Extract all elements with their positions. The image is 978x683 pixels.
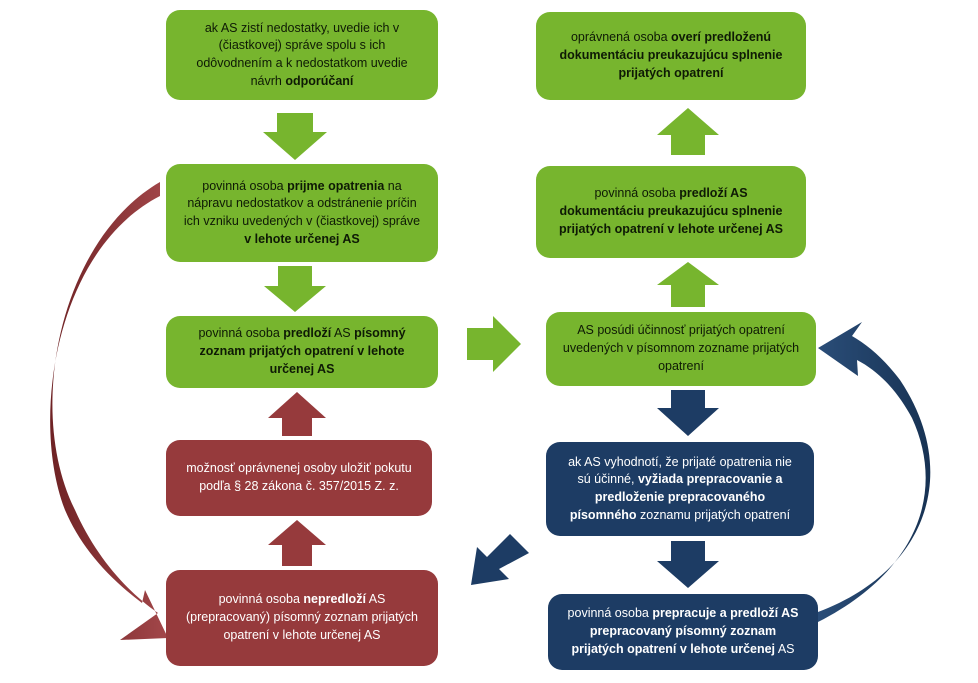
navy-curved-arrow bbox=[818, 322, 931, 622]
text-run: AS (prepracovaný) písomný zoznam prijatý… bbox=[185, 592, 419, 642]
box-text: povinná osoba prijme opatrenia na náprav… bbox=[182, 178, 422, 249]
box-text: ak AS vyhodnotí, že prijaté opatrenia ni… bbox=[562, 454, 798, 525]
arrow-right-b3-b8 bbox=[467, 316, 521, 372]
text-run: povinná osoba bbox=[594, 186, 680, 201]
box-text: povinná osoba predloží AS dokumentáciu p… bbox=[552, 185, 790, 238]
text-run: oprávnená osoba bbox=[570, 30, 672, 45]
arrow-up-b7-b6 bbox=[657, 108, 719, 155]
arrow-down-b8-b9 bbox=[657, 390, 719, 436]
box-obliged-submits-list: povinná osoba predloží AS písomný zoznam… bbox=[166, 316, 438, 388]
box-obliged-submits-documentation: povinná osoba predloží AS dokumentáciu p… bbox=[536, 166, 806, 258]
box-text: možnosť oprávnenej osoby uložiť pokutu p… bbox=[182, 460, 416, 496]
box-text: povinná osoba nepredloží AS (prepracovan… bbox=[182, 591, 422, 644]
arrow-down-b2-b3 bbox=[264, 266, 326, 312]
bold-text: overí predloženú dokumentáciu preukazujú… bbox=[559, 30, 783, 80]
box-text: oprávnená osoba overí predloženú dokumen… bbox=[552, 29, 790, 82]
box-text: AS posúdi účinnosť prijatých opatrení uv… bbox=[562, 322, 800, 375]
box-obliged-adopts-measures: povinná osoba prijme opatrenia na náprav… bbox=[166, 164, 438, 262]
box-text: ak AS zistí nedostatky, uvedie ich v (či… bbox=[182, 20, 422, 91]
text-run: povinná osoba bbox=[198, 326, 284, 341]
text-run: AS bbox=[331, 326, 355, 341]
text-run: povinná osoba bbox=[218, 592, 304, 607]
text-run: možnosť oprávnenej osoby uložiť pokutu p… bbox=[186, 461, 412, 493]
box-as-requests-revision: ak AS vyhodnotí, že prijaté opatrenia ni… bbox=[546, 442, 814, 536]
bold-text: v lehote určenej AS bbox=[244, 231, 360, 246]
bold-text: prepracuje a predloží AS prepracovaný pí… bbox=[571, 606, 799, 656]
text-run: ak AS vyhodnotí, že prijaté opatrenia ni… bbox=[568, 454, 792, 487]
bold-text: prijme opatrenia bbox=[287, 178, 385, 193]
text-run: povinná osoba bbox=[567, 606, 653, 621]
arrow-down-b1-b2 bbox=[263, 113, 327, 160]
box-obliged-fails-to-submit: povinná osoba nepredloží AS (prepracovan… bbox=[166, 570, 438, 666]
text-run: povinná osoba bbox=[202, 178, 288, 193]
arrow-diagonal-b9-b5 bbox=[471, 534, 529, 585]
text-run: na nápravu nedostatkov a odstránenie prí… bbox=[183, 178, 421, 229]
box-as-assesses-effectiveness: AS posúdi účinnosť prijatých opatrení uv… bbox=[546, 312, 816, 386]
arrow-up-b8-b7 bbox=[657, 262, 719, 307]
bold-text: písomný zoznam prijatých opatrení v leho… bbox=[199, 326, 406, 376]
box-obliged-revises-and-submits: povinná osoba prepracuje a predloží AS p… bbox=[548, 594, 818, 670]
box-text: povinná osoba predloží AS písomný zoznam… bbox=[182, 325, 422, 378]
box-text: povinná osoba prepracuje a predloží AS p… bbox=[564, 605, 802, 658]
text-run: zoznamu prijatých opatrení bbox=[636, 507, 791, 522]
arrow-up-b4-b3 bbox=[268, 392, 326, 436]
box-as-finds-deficiencies: ak AS zistí nedostatky, uvedie ich v (či… bbox=[166, 10, 438, 100]
red-curved-arrow bbox=[50, 182, 168, 640]
text-run: AS posúdi účinnosť prijatých opatrení uv… bbox=[562, 323, 800, 373]
bold-text: nepredloží bbox=[303, 592, 366, 607]
box-fine-possibility: možnosť oprávnenej osoby uložiť pokutu p… bbox=[166, 440, 432, 516]
arrow-down-b9-b10 bbox=[657, 541, 719, 588]
bold-text: odporúčaní bbox=[285, 73, 354, 88]
box-authorized-verifies-documentation: oprávnená osoba overí predloženú dokumen… bbox=[536, 12, 806, 100]
bold-text: vyžiada prepracovanie a predloženie prep… bbox=[569, 472, 783, 522]
bold-text: predloží bbox=[283, 326, 332, 341]
arrow-up-b5-b4 bbox=[268, 520, 326, 566]
bold-text: predloží AS dokumentáciu preukazujúcu sp… bbox=[559, 186, 783, 236]
text-run: ak AS zistí nedostatky, uvedie ich v (či… bbox=[196, 20, 408, 88]
text-run: AS bbox=[775, 641, 795, 656]
